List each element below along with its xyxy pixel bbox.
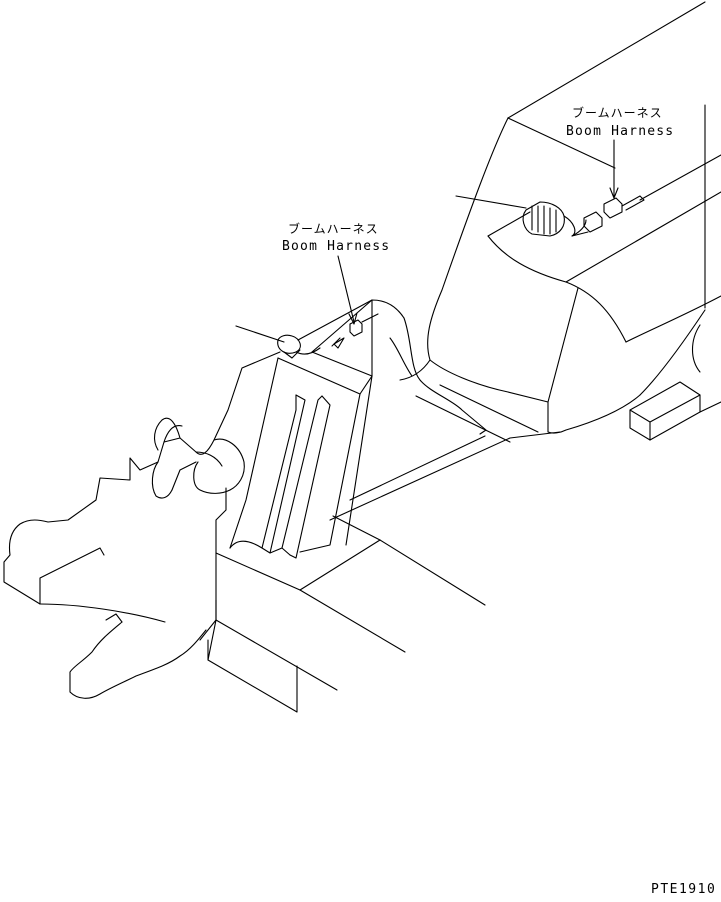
main-frame xyxy=(207,359,561,713)
right-harness-clamp xyxy=(522,201,587,237)
leader-lines xyxy=(235,139,619,343)
figure-code: PTE1910 xyxy=(651,882,716,897)
boom-harness-label-en-right: Boom Harness xyxy=(566,124,674,139)
boom-body xyxy=(427,1,721,434)
boom-harness-label-jp-left: ブームハーネス xyxy=(288,221,379,236)
engine-assembly xyxy=(3,351,281,699)
center-column xyxy=(229,299,373,559)
right-harness-connector xyxy=(571,195,645,237)
boom-harness-label-en-left: Boom Harness xyxy=(282,239,390,254)
left-harness-clamp xyxy=(277,334,301,359)
boom-harness-label-jp-right: ブームハーネス xyxy=(572,105,663,120)
left-mount-plate xyxy=(297,299,487,435)
boom-bracket xyxy=(629,381,721,441)
left-harness-connector xyxy=(295,313,379,355)
